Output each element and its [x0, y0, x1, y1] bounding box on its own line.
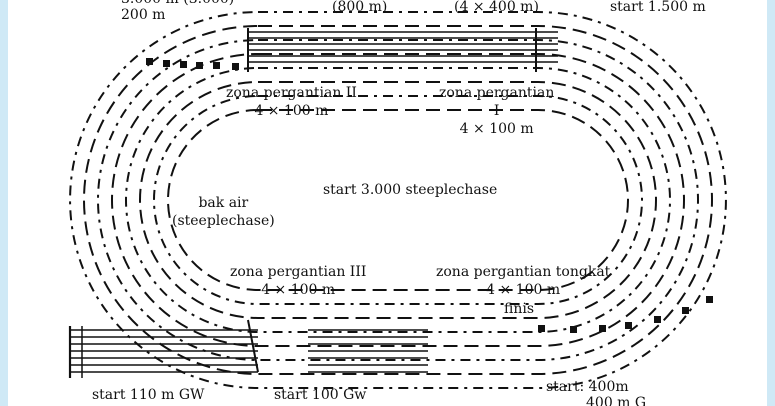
label-start-100m: start 100 Gw — [274, 387, 367, 403]
label-4x400m: (4 × 400 m) — [454, 0, 539, 15]
label-zone-tongkat-title: zona pergantian tongkat — [436, 264, 611, 280]
lane-marker — [213, 62, 220, 69]
label-start-3000-partial: 3.000 m (3.000) — [121, 0, 234, 8]
lane-marker — [682, 307, 689, 314]
label-start-400m-hurdles-partial: 400 m G — [586, 395, 647, 406]
label-start-3000-steeplechase: start 3.000 steeplechase — [323, 182, 498, 198]
lane-marker — [180, 61, 187, 68]
label-zone-2-title: zona pergantian II — [226, 85, 357, 101]
label-200m: 200 m — [121, 7, 166, 23]
label-zone-tongkat: zona pergantian tongkat 4 × 100 m — [436, 263, 610, 299]
label-zone-tongkat-distance: 4 × 100 m — [486, 282, 561, 298]
lane-marker — [196, 62, 203, 69]
label-water-jump-title: bak air — [198, 195, 249, 211]
lane-marker — [599, 325, 606, 332]
label-zone-3-title: zona pergantian III — [230, 264, 367, 280]
lane-marker — [232, 63, 239, 70]
straight-lines — [68, 28, 558, 378]
lane-line — [167, 109, 629, 291]
label-zone-2-distance: 4 × 100 m — [254, 103, 329, 119]
track-lines — [68, 11, 727, 389]
label-zone-3: zona pergantian III 4 × 100 m — [230, 263, 366, 299]
label-finish: finis — [504, 301, 535, 317]
label-zone-1: zona pergantian I 4 × 100 m — [439, 84, 554, 138]
label-zone-1-numeral: I — [493, 103, 500, 119]
lane-line — [139, 81, 657, 319]
label-water-jump: bak air (steeplechase) — [172, 194, 275, 230]
lane-line — [125, 67, 671, 333]
lane-marker — [706, 296, 713, 303]
label-800m: (800 m) — [332, 0, 388, 15]
lane-marker — [146, 58, 153, 65]
straight-segment — [247, 319, 259, 373]
lane-line — [83, 25, 713, 375]
lane-marker — [654, 316, 661, 323]
label-zone-1-distance: 4 × 100 m — [459, 121, 534, 137]
lane-line — [97, 39, 699, 361]
label-start-1500m: start 1.500 m — [610, 0, 706, 15]
lane-marker — [625, 322, 632, 329]
lane-marker — [538, 325, 545, 332]
lane-line — [111, 53, 685, 347]
lane-markers — [146, 58, 713, 333]
label-start-400m: start: 400m — [546, 379, 629, 395]
lane-marker — [163, 60, 170, 67]
label-water-jump-note: (steeplechase) — [172, 213, 275, 229]
lane-line — [153, 95, 643, 305]
label-start-110m: start 110 m GW — [92, 387, 205, 403]
track-diagram: 3.000 m (3.000) 200 m (800 m) (4 × 400 m… — [8, 0, 767, 406]
label-zone-1-title: zona pergantian — [439, 85, 555, 101]
running-lanes — [69, 11, 727, 389]
label-zone-3-distance: 4 × 100 m — [261, 282, 336, 298]
lane-line — [69, 11, 727, 389]
label-zone-2: zona pergantian II 4 × 100 m — [226, 84, 357, 120]
lane-marker — [570, 326, 577, 333]
